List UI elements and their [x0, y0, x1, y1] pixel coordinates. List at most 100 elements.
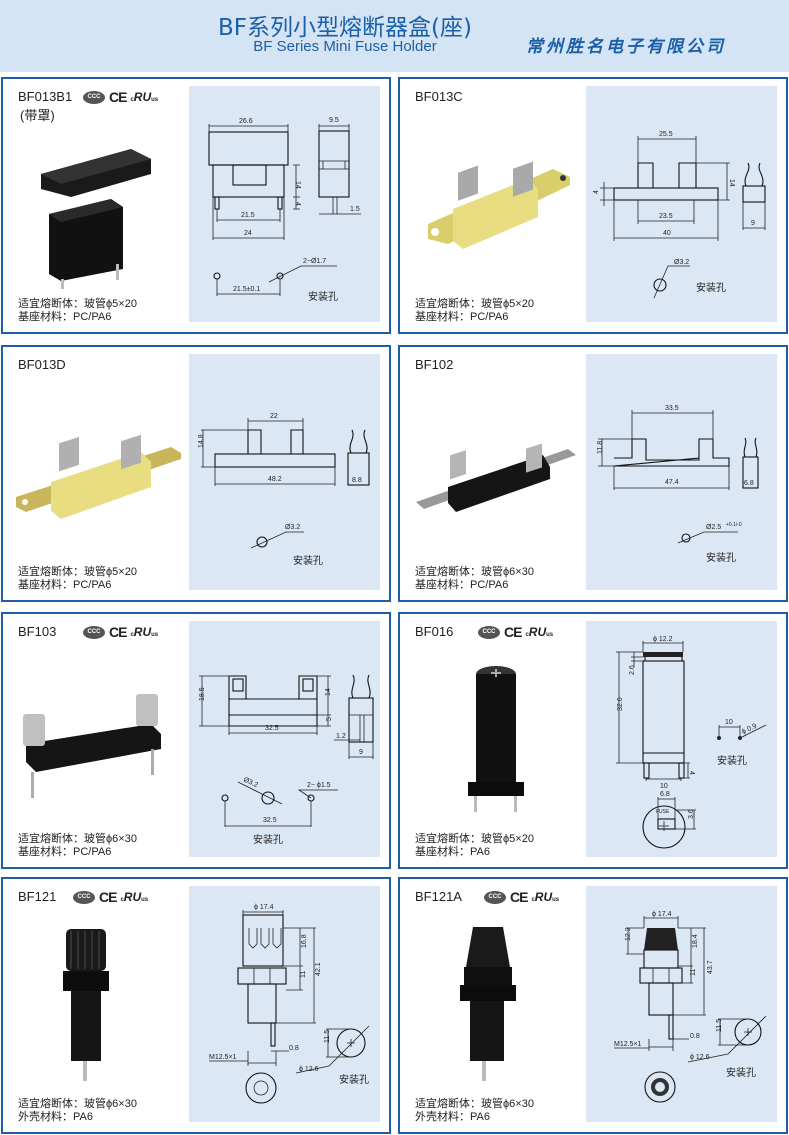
svg-text:M12.5×1: M12.5×1 — [614, 1041, 642, 1048]
svg-text:33.5: 33.5 — [665, 405, 679, 412]
material-spec: 基座材料：PC/PA6 — [415, 311, 509, 323]
material-spec: 外壳材料：PA6 — [415, 1111, 490, 1123]
svg-text:22: 22 — [270, 413, 278, 420]
svg-text:ϕ 17.4: ϕ 17.4 — [254, 904, 274, 911]
svg-text:6.8: 6.8 — [744, 480, 754, 487]
ce-logo-icon: CE — [109, 89, 127, 105]
product-name: BF013B1 — [18, 89, 73, 104]
svg-text:ϕ 12.2: ϕ 12.2 — [653, 636, 673, 643]
svg-text:9: 9 — [751, 220, 755, 227]
page-header: BF系列小型熔断器盒(座) BF Series Mini Fuse Holder… — [0, 0, 789, 72]
svg-text:48.2: 48.2 — [268, 476, 282, 483]
cert-logos: CCC CE cRUus — [73, 889, 148, 905]
product-card-bf121a: BF121A CCC CE cRUus 适宜熔断体：玻管ϕ6×30 外壳材料：P… — [398, 877, 788, 1134]
ccc-logo-icon: CCC — [484, 890, 506, 904]
fuse-spec: 适宜熔断体：玻管ϕ5×20 — [415, 298, 534, 310]
ul-logo-icon: cRUus — [130, 625, 159, 639]
svg-text:21.5±0.1: 21.5±0.1 — [233, 286, 260, 293]
svg-text:安装孔: 安装孔 — [717, 754, 747, 767]
svg-text:ϕ 17.4: ϕ 17.4 — [652, 911, 672, 918]
svg-text:安装孔: 安装孔 — [339, 1073, 369, 1086]
ce-logo-icon: CE — [510, 889, 528, 905]
svg-text:1.2: 1.2 — [336, 733, 346, 740]
svg-text:14: 14 — [325, 688, 332, 696]
svg-text:4: 4 — [294, 202, 301, 206]
product-card-bf013d: BF013D 适宜熔断体：玻管ϕ5×20 基座材料：PC/PA6 22 14.8… — [1, 345, 391, 602]
svg-text:2.6: 2.6 — [629, 665, 636, 675]
product-card-bf102: BF102 适宜熔断体：玻管ϕ6×30 基座材料：PC/PA6 33.5 11.… — [398, 345, 788, 602]
svg-text:安装孔: 安装孔 — [308, 290, 338, 303]
svg-text:16.8: 16.8 — [301, 934, 308, 948]
ccc-logo-icon: CCC — [478, 625, 500, 639]
svg-text:11.5: 11.5 — [716, 1019, 723, 1032]
ce-logo-icon: CE — [504, 624, 522, 640]
dimension-drawing: ϕ 12.2 2.6 32.6 4 10 6.8 3.6 FUSE 10 ϕ 0… — [586, 621, 777, 857]
dimension-drawing: 22 14.8 48.2 8.8 Ø3.2 安装孔 — [189, 354, 380, 590]
cert-logos: CCC CE cRUus — [83, 89, 158, 105]
material-spec: 基座材料：PA6 — [415, 846, 490, 858]
svg-text:32.5: 32.5 — [263, 817, 277, 824]
ce-logo-icon: CE — [109, 624, 127, 640]
cert-logos: CCC CE cRUus — [478, 624, 553, 640]
svg-text:18.5: 18.5 — [199, 687, 206, 701]
fuse-spec: 适宜熔断体：玻管ϕ6×30 — [415, 566, 534, 578]
svg-text:26.6: 26.6 — [239, 118, 253, 125]
svg-text:24: 24 — [244, 230, 252, 237]
svg-text:43.7: 43.7 — [707, 960, 714, 974]
product-note: (带罩) — [20, 108, 55, 123]
product-card-bf013c: BF013C 适宜熔断体：玻管ϕ5×20 基座材料：PC/PA6 25.5 14… — [398, 77, 788, 334]
svg-text:FUSE: FUSE — [656, 809, 670, 815]
ul-logo-icon: cRUus — [531, 890, 560, 904]
svg-text:2− ϕ1.5: 2− ϕ1.5 — [307, 782, 331, 789]
ccc-logo-icon: CCC — [83, 625, 105, 639]
svg-text:M12.5×1: M12.5×1 — [209, 1054, 237, 1061]
product-photo — [63, 929, 109, 1081]
svg-text:3.6: 3.6 — [688, 809, 695, 819]
svg-text:14.8: 14.8 — [198, 434, 205, 448]
svg-text:Ø2.5: Ø2.5 — [706, 524, 721, 531]
svg-text:14: 14 — [728, 179, 735, 187]
product-name: BF121A — [415, 889, 462, 904]
svg-text:11: 11 — [300, 971, 307, 978]
ul-logo-icon: cRUus — [130, 90, 159, 104]
product-card-bf121: BF121 CCC CE cRUus 适宜熔断体：玻管ϕ6×30 外壳材料：PA… — [1, 877, 391, 1134]
dimension-drawing: 26.6 14 4 21.5 24 9.5 1.5 2−Ø1.7 21.5±0.… — [189, 86, 380, 322]
fuse-spec: 适宜熔断体：玻管ϕ6×30 — [18, 833, 137, 845]
svg-text:ϕ 0.9: ϕ 0.9 — [741, 723, 758, 736]
cert-logos: CCC CE cRUus — [484, 889, 559, 905]
svg-text:Ø3.2: Ø3.2 — [242, 776, 259, 789]
dimension-drawing: 25.5 14 4 23.5 40 9 Ø3.2 安装孔 — [586, 86, 777, 322]
svg-text:18.4: 18.4 — [692, 934, 699, 948]
svg-text:9.5: 9.5 — [329, 117, 339, 124]
ccc-logo-icon: CCC — [73, 890, 95, 904]
material-spec: 基座材料：PC/PA6 — [18, 846, 112, 858]
svg-text:ϕ 12.6: ϕ 12.6 — [690, 1054, 710, 1061]
svg-text:0.8: 0.8 — [289, 1045, 299, 1052]
product-name: BF102 — [415, 357, 454, 372]
product-name: BF103 — [18, 624, 57, 639]
product-card-bf013b1: BF013B1 (带罩) CCC CE cRUus 适宜熔断体：玻管ϕ5×20 … — [1, 77, 391, 334]
product-photo — [23, 694, 161, 798]
fuse-spec: 适宜熔断体：玻管ϕ5×20 — [415, 833, 534, 845]
svg-text:0.8: 0.8 — [690, 1033, 700, 1040]
product-card-bf103: BF103 CCC CE cRUus 适宜熔断体：玻管ϕ6×30 基座材料：PC… — [1, 612, 391, 869]
svg-text:6.8: 6.8 — [660, 791, 670, 798]
dimension-drawing: 33.5 11.8 47.4 6.8 Ø2.5 +0.1/-0 安装孔 — [586, 354, 777, 590]
product-name: BF013D — [18, 357, 66, 372]
product-photo — [41, 149, 151, 289]
svg-text:安装孔: 安装孔 — [696, 281, 726, 294]
svg-text:12.2: 12.2 — [625, 927, 632, 941]
svg-text:47.4: 47.4 — [665, 479, 679, 486]
svg-text:2−Ø1.7: 2−Ø1.7 — [303, 258, 326, 265]
svg-text:8.8: 8.8 — [352, 477, 362, 484]
ce-logo-icon: CE — [99, 889, 117, 905]
svg-text:10: 10 — [725, 719, 733, 726]
svg-text:4: 4 — [593, 190, 600, 194]
dimension-drawing: ϕ 17.4 12.2 18.4 11 43.7 0.8 M12.5×1 11.… — [586, 886, 777, 1122]
svg-text:4: 4 — [688, 771, 695, 775]
svg-text:11.5: 11.5 — [324, 1030, 331, 1043]
svg-text:+0.1/-0: +0.1/-0 — [726, 522, 742, 528]
fuse-spec: 适宜熔断体：玻管ϕ6×30 — [415, 1098, 534, 1110]
svg-text:21.5: 21.5 — [241, 212, 255, 219]
product-card-bf016: BF016 CCC CE cRUus 适宜熔断体：玻管ϕ5×20 基座材料：PA… — [398, 612, 788, 869]
